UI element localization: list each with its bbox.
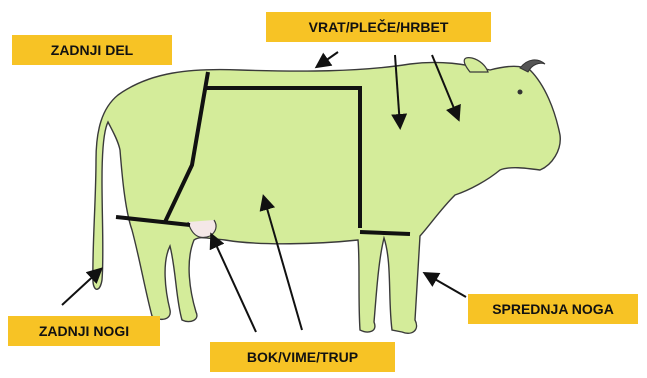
arrow-front-leg xyxy=(426,274,466,297)
label-vrat-plece-hrbet: VRAT/PLEČE/HRBET xyxy=(266,12,491,42)
cow-horn xyxy=(520,60,545,72)
label-bok-vime-trup: BOK/VIME/TRUP xyxy=(210,342,395,372)
cut-line-front-leg xyxy=(360,232,410,234)
label-spredna-noga: SPREDNJA NOGA xyxy=(468,294,638,324)
label-zadnji-nogi: ZADNJI NOGI xyxy=(8,316,160,346)
cow-eye xyxy=(518,90,523,95)
cow-body xyxy=(93,62,560,333)
arrow-flank-1 xyxy=(212,236,256,332)
label-zadnji-del: ZADNJI DEL xyxy=(12,35,172,65)
cow-ear xyxy=(464,58,488,72)
arrow-neck-1 xyxy=(318,52,338,66)
